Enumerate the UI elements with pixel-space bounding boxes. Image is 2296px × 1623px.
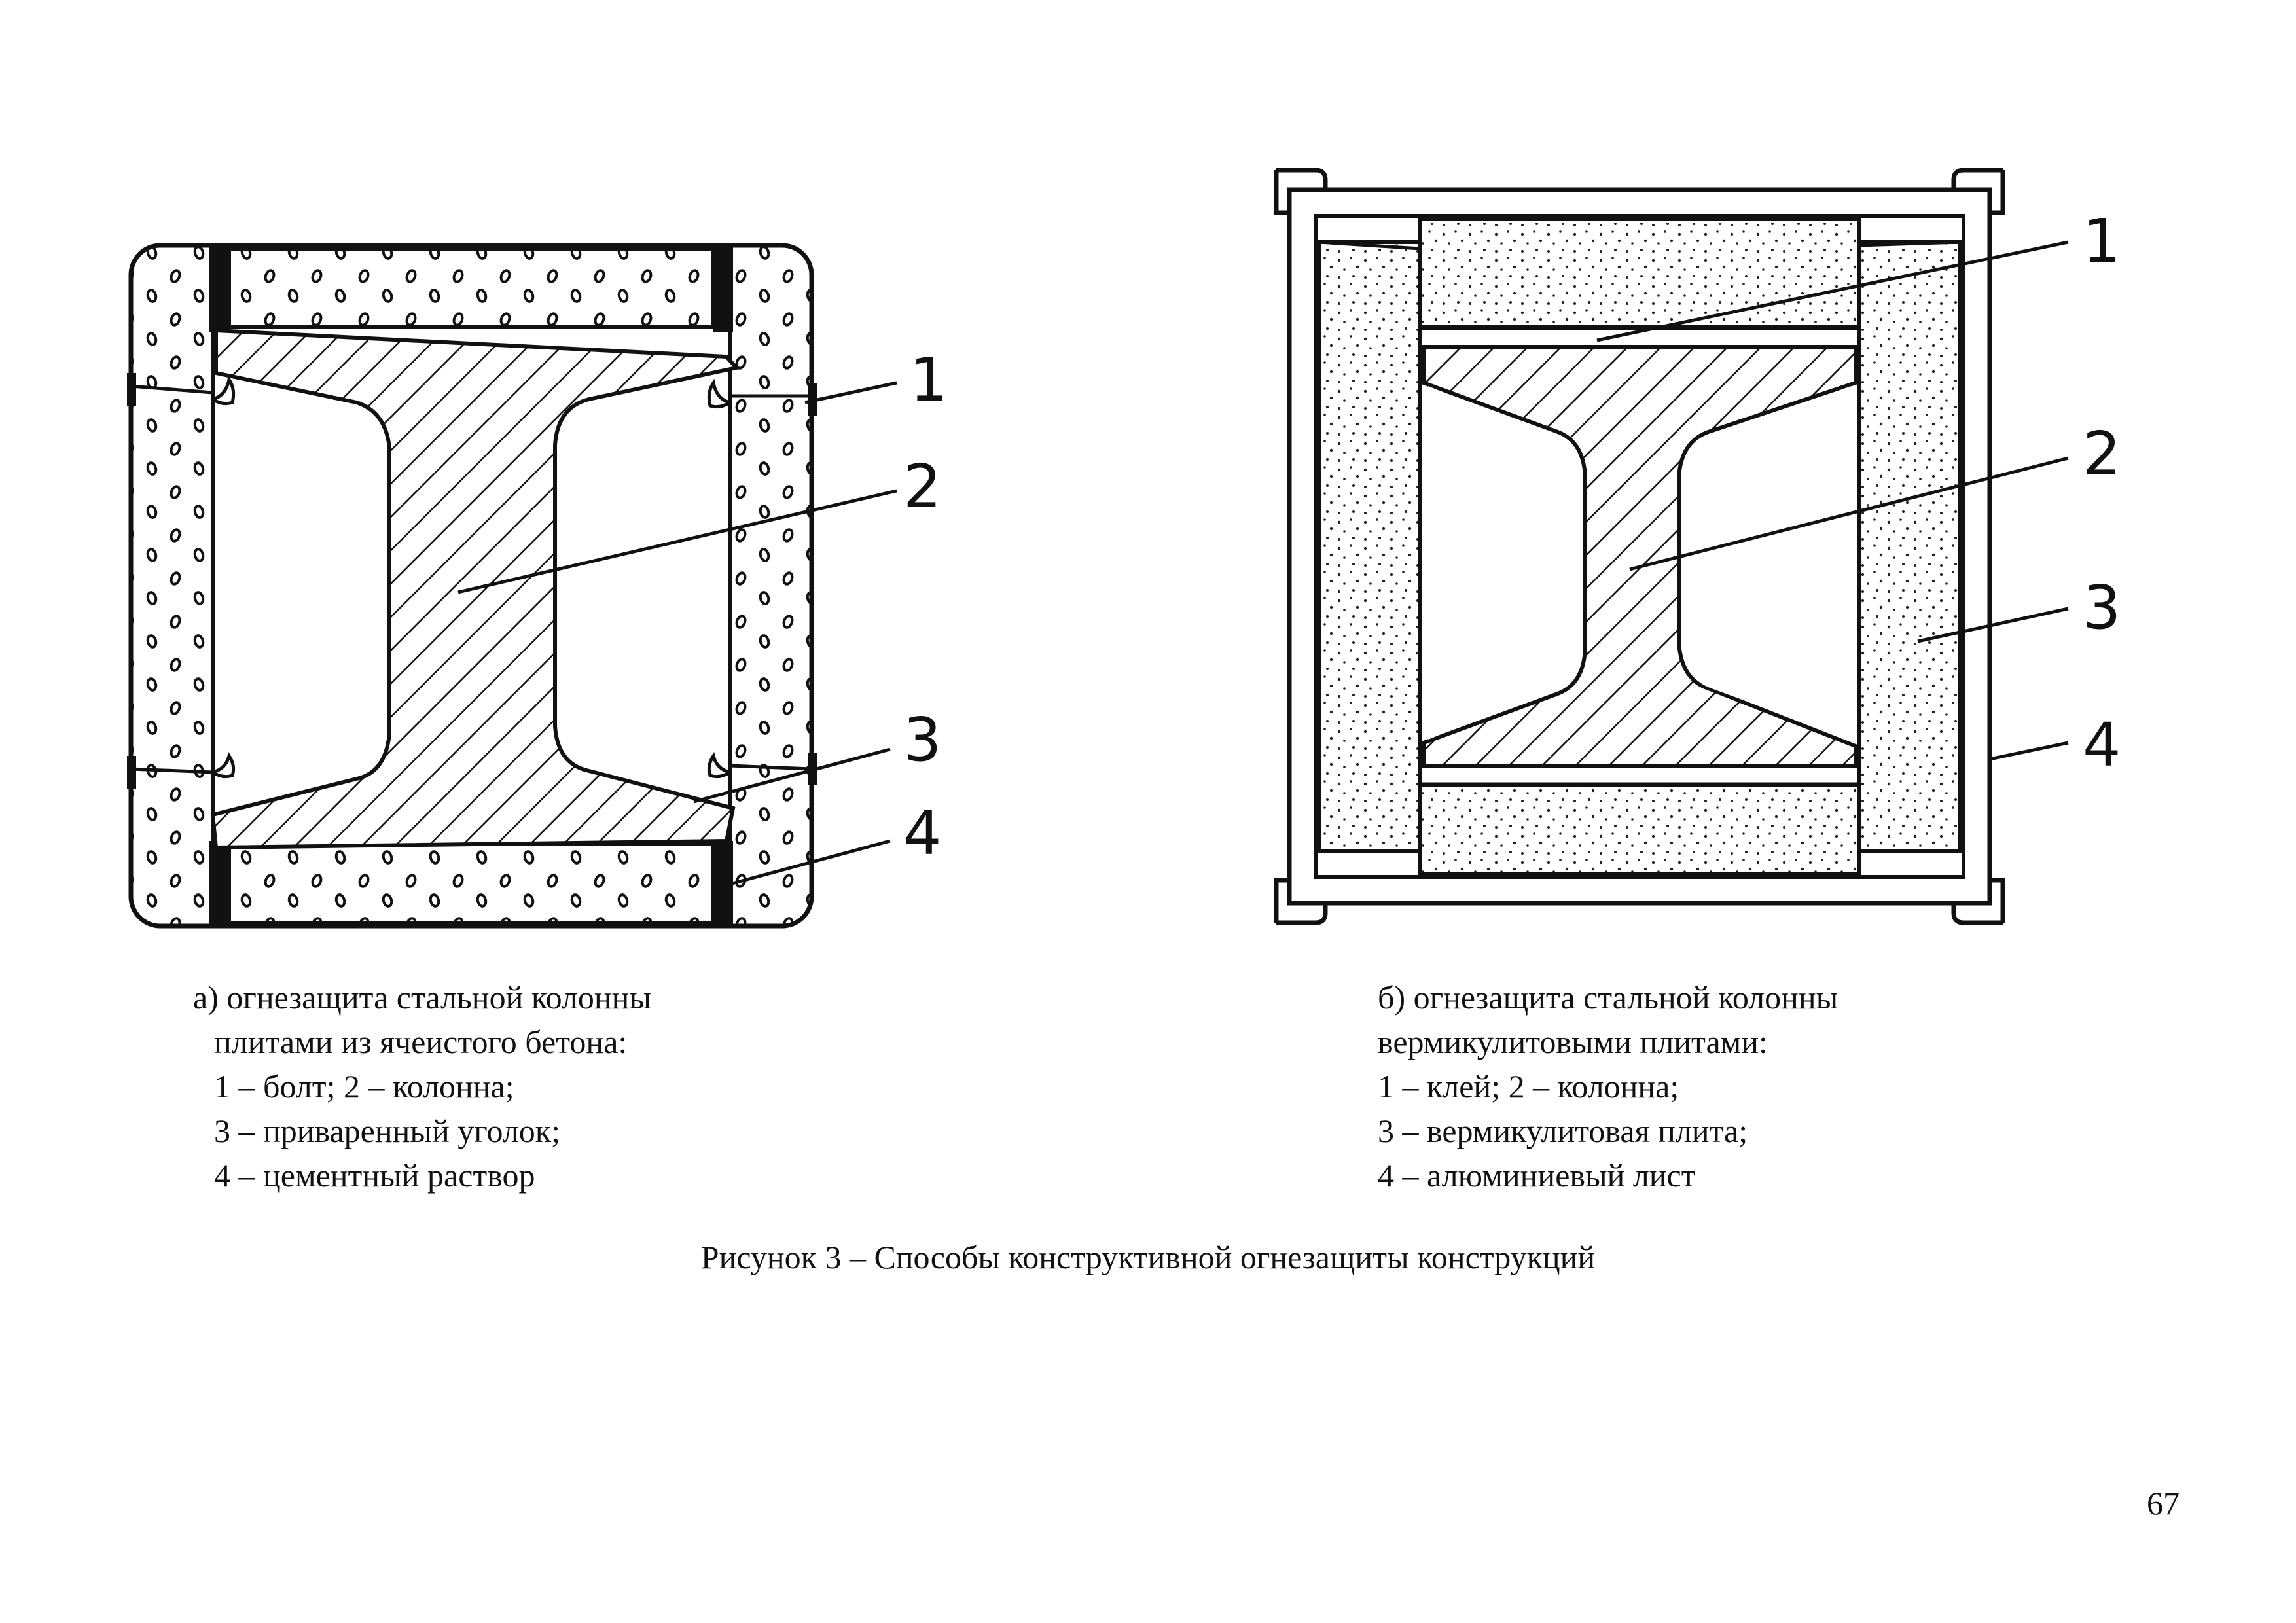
callout-2: 2 xyxy=(903,452,942,522)
callout-3: 3 xyxy=(2083,573,2121,643)
page-number: 67 xyxy=(2147,1485,2179,1522)
caption-b: б) огнезащита стальной колонны вермикули… xyxy=(1378,975,1838,1198)
board-right xyxy=(1857,240,1962,853)
top-slab xyxy=(227,247,715,329)
caption-line: вермикулитовыми плитами: xyxy=(1378,1024,1768,1060)
board-left xyxy=(1317,240,1422,853)
board-top xyxy=(1418,217,1861,329)
caption-line: а) огнезащита стальной колонны xyxy=(193,979,651,1016)
caption-line: 3 – вермикулитовая плита; xyxy=(1378,1113,1748,1149)
figure-a-aerated-concrete: 1 2 3 4 xyxy=(118,223,969,955)
figure-title: Рисунок 3 – Способы конструктивной огнез… xyxy=(700,1239,1596,1275)
callout-4: 4 xyxy=(2083,710,2121,780)
board-bottom xyxy=(1418,783,1861,876)
caption-line: 1 – болт; 2 – колонна; xyxy=(214,1068,514,1105)
callout-4: 4 xyxy=(903,798,942,868)
caption-line: 1 – клей; 2 – колонна; xyxy=(1378,1068,1679,1105)
caption-line: 3 – приваренный уголок; xyxy=(214,1113,560,1149)
callout-3: 3 xyxy=(903,705,942,775)
steel-column-section xyxy=(1422,345,1857,768)
callout-1: 1 xyxy=(2083,206,2121,276)
caption-line: б) огнезащита стальной колонны xyxy=(1378,979,1839,1016)
caption-line: 4 – цементный раствор xyxy=(214,1157,535,1194)
callout-2: 2 xyxy=(2083,419,2121,489)
caption-line: 4 – алюминиевый лист xyxy=(1378,1157,1696,1194)
figure-b-vermiculite: 1 2 3 4 xyxy=(1257,151,2199,975)
callout-1: 1 xyxy=(910,345,948,415)
aluminium-sheet xyxy=(1287,187,1992,906)
bottom-slab xyxy=(227,842,715,925)
caption-line: плитами из ячеистого бетона: xyxy=(214,1024,628,1060)
caption-a: а) огнезащита стальной колонны плитами и… xyxy=(193,975,651,1198)
